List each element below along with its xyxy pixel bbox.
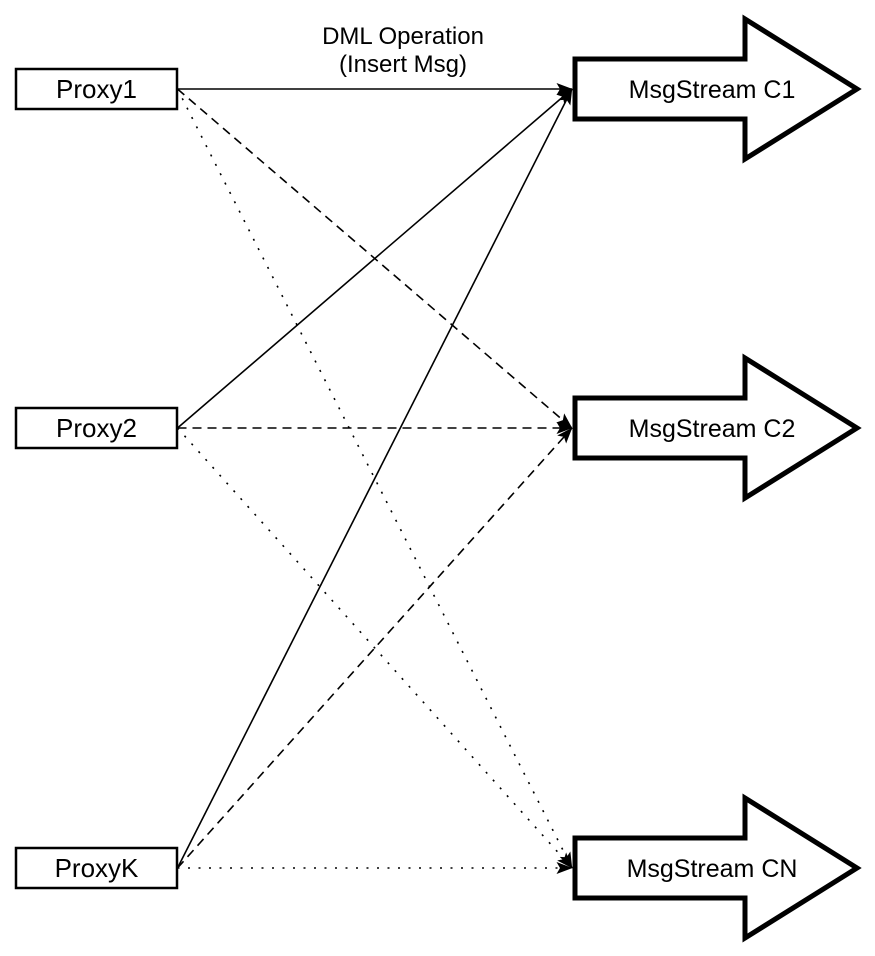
proxyk-box (14, 846, 179, 890)
proxy2-label: Proxy2 (56, 413, 137, 443)
node-msgstream-c2: MsgStream C2 (572, 353, 862, 503)
edge-proxy2-msgstream-c1 (176, 88, 573, 429)
diagram-title-line1: DML Operation (322, 23, 484, 50)
node-msgstream-c1: MsgStream C1 (572, 14, 862, 164)
edge-proxyk-msgstream-c2 (176, 427, 573, 869)
msgstream-cn-label: MsgStream CN (627, 855, 798, 883)
diagram-title-line2: (Insert Msg) (339, 51, 467, 78)
edge-proxy2-msgstream-cn (176, 427, 573, 869)
proxyk-label: ProxyK (55, 853, 139, 883)
msgstream-c2-arrow-shape (572, 353, 862, 503)
msgstream-c1-label: MsgStream C1 (629, 76, 796, 104)
proxy2-box (14, 406, 179, 450)
msgstream-c2-label: MsgStream C2 (629, 415, 796, 443)
msgstream-cn-arrow-shape (572, 793, 862, 943)
diagram-title: DML Operation (Insert Msg) (322, 23, 484, 78)
node-proxyk: ProxyK (14, 846, 179, 890)
node-proxy2: Proxy2 (14, 406, 179, 450)
proxy1-label: Proxy1 (56, 74, 137, 104)
node-msgstream-cn: MsgStream CN (572, 793, 862, 943)
node-proxy1: Proxy1 (14, 67, 179, 111)
edge-proxyk-msgstream-c1 (176, 88, 573, 869)
msgstream-c1-arrow-shape (572, 14, 862, 164)
proxy1-box (14, 67, 179, 111)
